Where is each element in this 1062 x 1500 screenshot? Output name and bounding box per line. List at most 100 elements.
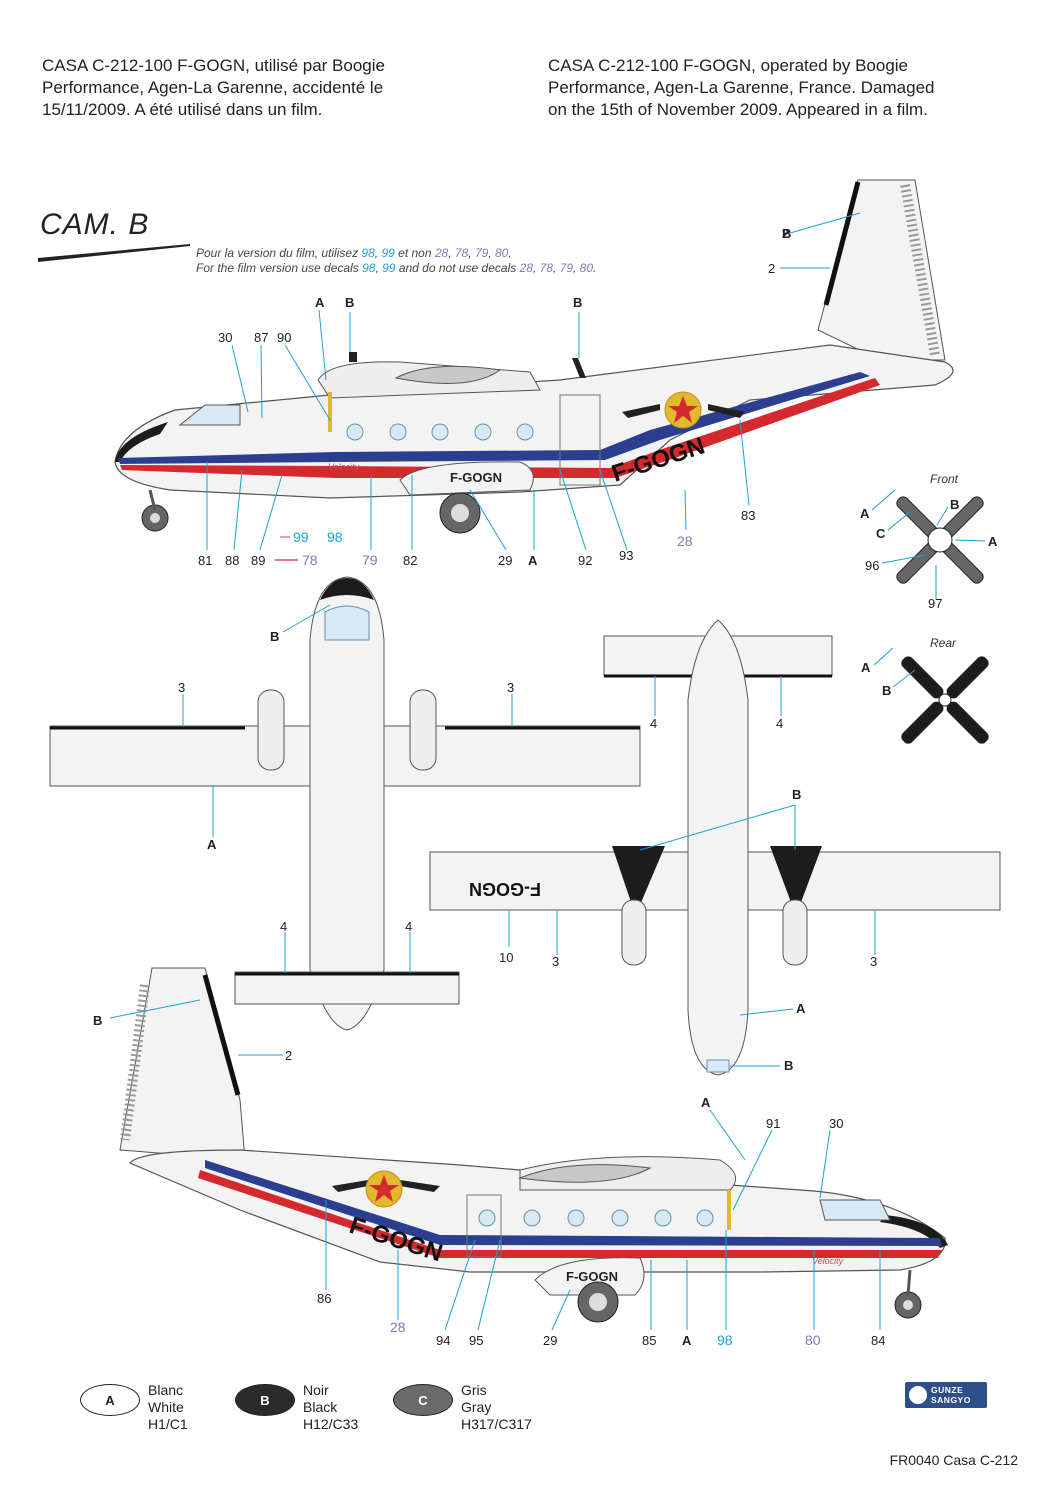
decal-ref: 80 (494, 246, 509, 260)
callout-label: 3 (552, 954, 559, 969)
note-text: For the film version use decals (196, 261, 359, 275)
logo-word: SANGYO (931, 1395, 971, 1405)
callout-label: 30 (829, 1116, 843, 1131)
antenna-icon (349, 352, 357, 362)
legend-fr: Noir (303, 1382, 329, 1398)
prop-leaders (871, 489, 986, 688)
callout-label: 4 (650, 716, 657, 731)
logo-wordmark: GUNZE SANGYO (931, 1385, 971, 1405)
nose-black-panel (115, 422, 168, 462)
legend-ref: H12/C33 (303, 1416, 359, 1432)
callout-label: 88 (225, 553, 239, 568)
plan-bottom-leaders (508, 676, 876, 1067)
callout-label: A (860, 506, 870, 521)
legend-en: Gray (461, 1399, 492, 1415)
callout-label: 29 (498, 553, 512, 568)
callout-label: 96 (865, 558, 879, 573)
wheel-hub (150, 513, 160, 523)
star-roundel-badge-right (332, 1170, 440, 1208)
fuselage-bottom (687, 619, 749, 1076)
callout-label: B (784, 1058, 793, 1073)
legend-text: Blanc White H1/C1 (148, 1382, 188, 1433)
decal-ref: 99 (382, 261, 396, 275)
callout-label: A (682, 1333, 692, 1348)
propeller-front-view: Front (896, 472, 984, 584)
decal-ref: 28 (519, 261, 533, 275)
callout-label: 82 (403, 553, 417, 568)
decal-callout: 78 (302, 552, 318, 568)
fin-leading-edge-black (823, 181, 861, 306)
callout-label: 83 (741, 508, 755, 523)
legend-item-black: B Noir Black H12/C33 (235, 1382, 358, 1433)
fuselage-top (309, 576, 385, 1031)
side-view-right-profile: F-GOGN F-GOGN Velocity (119, 967, 948, 1323)
callout-label: 85 (642, 1333, 656, 1348)
callout-label: A (988, 534, 998, 549)
callout-label: 94 (436, 1333, 450, 1348)
legend-text: Noir Black H12/C33 (303, 1382, 358, 1433)
callout-label: 2 (768, 261, 775, 276)
decal-ref: 98 (361, 246, 375, 260)
decal-callout: 98 (327, 529, 343, 545)
header-fr-line: CASA C-212-100 F-GOGN, utilisé par Boogi… (42, 56, 385, 75)
decal-ref: 80 (579, 261, 594, 275)
callout-label: 2 (782, 226, 789, 241)
callout-label: B (270, 629, 279, 644)
callout-label: 97 (928, 596, 942, 611)
velocity-script: Velocity (328, 462, 360, 472)
callout-label: 29 (543, 1333, 557, 1348)
header-en-line: CASA C-212-100 F-GOGN, operated by Boogi… (548, 56, 909, 75)
decal-ref: 78 (454, 246, 469, 260)
callout-label: B (782, 226, 791, 241)
color-chip-b: B (235, 1384, 295, 1416)
header-english: CASA C-212-100 F-GOGN, operated by Boogi… (548, 55, 1018, 121)
wheel-hub (903, 1300, 913, 1310)
decal-callout: 79 (362, 552, 378, 568)
header-en-line: Performance, Agen-La Garenne, France. Da… (548, 78, 935, 97)
propeller-rear-title: Rear (930, 636, 957, 650)
callout-label: 4 (280, 919, 287, 934)
footer-product-code: FR0040 Casa C-212 (889, 1452, 1018, 1468)
decal-callout: 98 (717, 1332, 733, 1348)
left-nacelle-bottom (621, 899, 647, 966)
callout-label: 3 (507, 680, 514, 695)
legend-ref: H1/C1 (148, 1416, 188, 1432)
decal-ref: 79 (559, 261, 573, 275)
callout-label: 92 (578, 553, 592, 568)
brand-logo: GUNZE SANGYO (905, 1382, 987, 1408)
nose-black-panel-right (880, 1215, 948, 1248)
decal-ref: 28 (434, 246, 449, 260)
callout-label: 84 (871, 1333, 885, 1348)
legend-text: Gris Gray H317/C317 (461, 1382, 532, 1433)
decal-ref: 78 (539, 261, 553, 275)
note-french: Pour la version du film, utilisez 98, 99… (196, 246, 512, 260)
sponson-registration: F-GOGN (450, 470, 502, 485)
nose-window-bottom (706, 1059, 730, 1073)
callout-label: 3 (178, 680, 185, 695)
logo-word: GUNZE (931, 1385, 964, 1395)
color-chip-a: A (80, 1384, 140, 1416)
callout-label: 95 (469, 1333, 483, 1348)
callout-label: 10 (499, 950, 513, 965)
callout-label: A (207, 837, 217, 852)
left-nacelle-top (257, 689, 285, 771)
left-prop-wash-black (612, 846, 665, 905)
note-text: et non (398, 246, 432, 260)
rudder-hinge-right (120, 984, 150, 1141)
callout-label: B (882, 683, 891, 698)
blue-cheatline (118, 372, 870, 464)
cockpit-window (178, 404, 241, 426)
velocity-script-right: Velocity (812, 1256, 844, 1266)
callout-label: A (528, 553, 538, 568)
plan-top-leaders (182, 604, 513, 973)
rear-door-right (466, 1194, 502, 1258)
rear-door (559, 394, 601, 486)
note-text: Pour la version du film, utilisez (196, 246, 359, 260)
wheel-hub (589, 1293, 607, 1311)
wing-registration: F-GOGN (469, 879, 541, 899)
right-prop-wash-black (770, 846, 822, 905)
nose-gear-leg-right (906, 1269, 912, 1296)
blue-cheatline-right (205, 1160, 942, 1246)
decal-ref: 99 (381, 246, 395, 260)
wheel-hub (451, 504, 469, 522)
